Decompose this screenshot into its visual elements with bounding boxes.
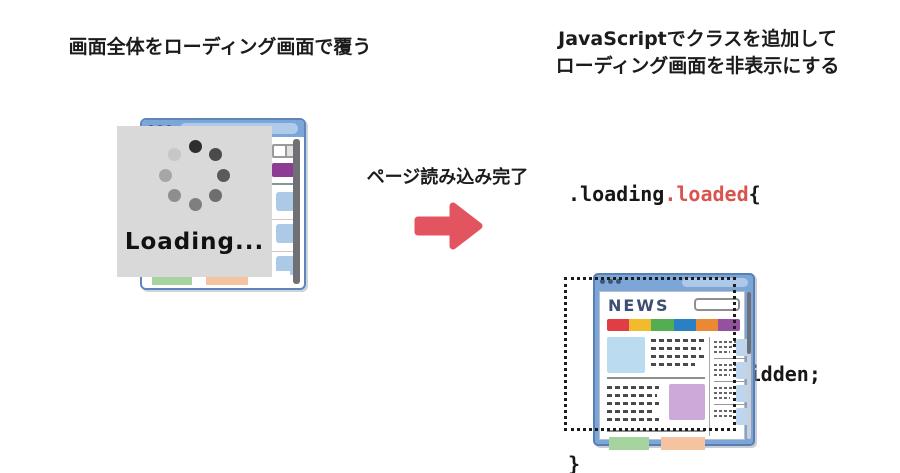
scrollbar <box>747 292 751 439</box>
text-line <box>714 387 736 389</box>
text-line <box>607 402 659 405</box>
text-line <box>714 341 736 343</box>
scrollbar <box>293 139 300 284</box>
transition-label: ページ読み込み完了 <box>366 167 529 188</box>
divider <box>607 430 705 432</box>
browser-titlebar <box>595 275 753 290</box>
text-line <box>714 392 733 394</box>
news-search-box <box>694 298 740 311</box>
browser-nav-icon <box>600 279 605 284</box>
text-line <box>651 339 705 342</box>
divider <box>607 377 705 379</box>
browser-nav-icon <box>616 279 621 284</box>
text-line <box>607 386 659 389</box>
text-line <box>651 347 701 350</box>
divider <box>714 381 747 382</box>
spinner-icon <box>159 169 172 182</box>
spinner-icon <box>209 148 222 161</box>
green-image-block <box>609 437 649 450</box>
right-arrow-icon <box>414 202 483 250</box>
address-bar <box>681 278 748 287</box>
divider <box>254 183 296 185</box>
text-line <box>714 351 730 353</box>
news-body <box>607 337 749 450</box>
search-button <box>286 146 294 156</box>
sidebar-text <box>714 362 736 379</box>
sidebar-item <box>714 362 749 379</box>
divider <box>714 404 747 405</box>
news-page: NEWS <box>599 291 749 450</box>
list-thumbnail <box>276 256 295 275</box>
article-row <box>607 337 705 373</box>
text-line <box>607 410 655 413</box>
sidebar-thumbnail <box>736 362 749 379</box>
news-sidebar <box>709 337 749 436</box>
news-logo: NEWS <box>608 296 670 315</box>
spinner-icon <box>209 189 222 202</box>
text-line <box>651 363 695 366</box>
code-selector-loading: .loading <box>568 182 665 206</box>
article-text <box>607 384 665 426</box>
loading-label: Loading... <box>124 229 265 255</box>
sidebar-text <box>714 339 736 356</box>
scrollbar-thumb <box>747 292 751 354</box>
loading-overlay: Loading... <box>117 126 272 277</box>
article-image <box>669 384 705 420</box>
text-line <box>714 364 736 366</box>
right-title-line2: ローディング画面を非表示にする <box>555 55 840 77</box>
spinner-icon <box>189 140 202 153</box>
divider <box>714 358 747 359</box>
orange-image-block <box>661 437 705 450</box>
purple-button <box>272 163 294 177</box>
sidebar-item <box>714 339 749 356</box>
article-row <box>607 384 705 426</box>
spinner-icon <box>217 169 230 182</box>
text-line <box>714 397 730 399</box>
code-selector-loaded: .loaded <box>664 182 749 206</box>
nav-segment-orange <box>695 319 718 331</box>
sidebar-thumbnail <box>736 339 749 356</box>
sidebar-item <box>714 385 749 402</box>
code-close-brace: } <box>568 452 581 473</box>
code-line-selector: .loading.loaded{ <box>568 179 821 209</box>
text-line <box>607 418 659 421</box>
left-section-title: 画面全体をローディング画面で覆う <box>68 36 372 58</box>
nav-segment-green <box>651 319 674 331</box>
nav-segment-yellow <box>629 319 652 331</box>
article-text <box>651 337 705 373</box>
list-thumbnail <box>276 192 295 211</box>
browser-nav-icon <box>608 279 613 284</box>
news-main-column <box>607 337 709 450</box>
text-line <box>714 410 736 412</box>
sidebar-item <box>714 408 749 425</box>
sidebar-thumbnail <box>736 408 749 425</box>
text-line <box>714 415 733 417</box>
browser-window-news: NEWS <box>593 273 755 450</box>
sidebar-text <box>714 408 736 425</box>
right-section-title: JavaScriptでクラスを追加して ローディング画面を非表示にする <box>500 26 895 80</box>
footer-row <box>607 437 705 450</box>
nav-segment-blue <box>673 319 696 331</box>
article-image <box>607 337 645 373</box>
spinner-icon <box>168 148 181 161</box>
spinner-icon <box>168 189 181 202</box>
search-field <box>274 146 287 156</box>
sidebar-thumbnail <box>736 385 749 402</box>
spinner-icon <box>189 198 202 211</box>
text-line <box>607 394 657 397</box>
page-search-box <box>272 144 296 158</box>
text-line <box>651 355 705 358</box>
text-line <box>714 346 733 348</box>
sidebar-text <box>714 385 736 402</box>
code-open-brace: { <box>748 182 761 206</box>
text-line <box>714 374 730 376</box>
hidden-loading-overlay-outline <box>564 277 736 431</box>
right-title-line1: JavaScriptでクラスを追加して <box>558 28 837 50</box>
text-line <box>714 369 733 371</box>
list-thumbnail <box>276 224 295 243</box>
nav-segment-red <box>607 319 630 331</box>
